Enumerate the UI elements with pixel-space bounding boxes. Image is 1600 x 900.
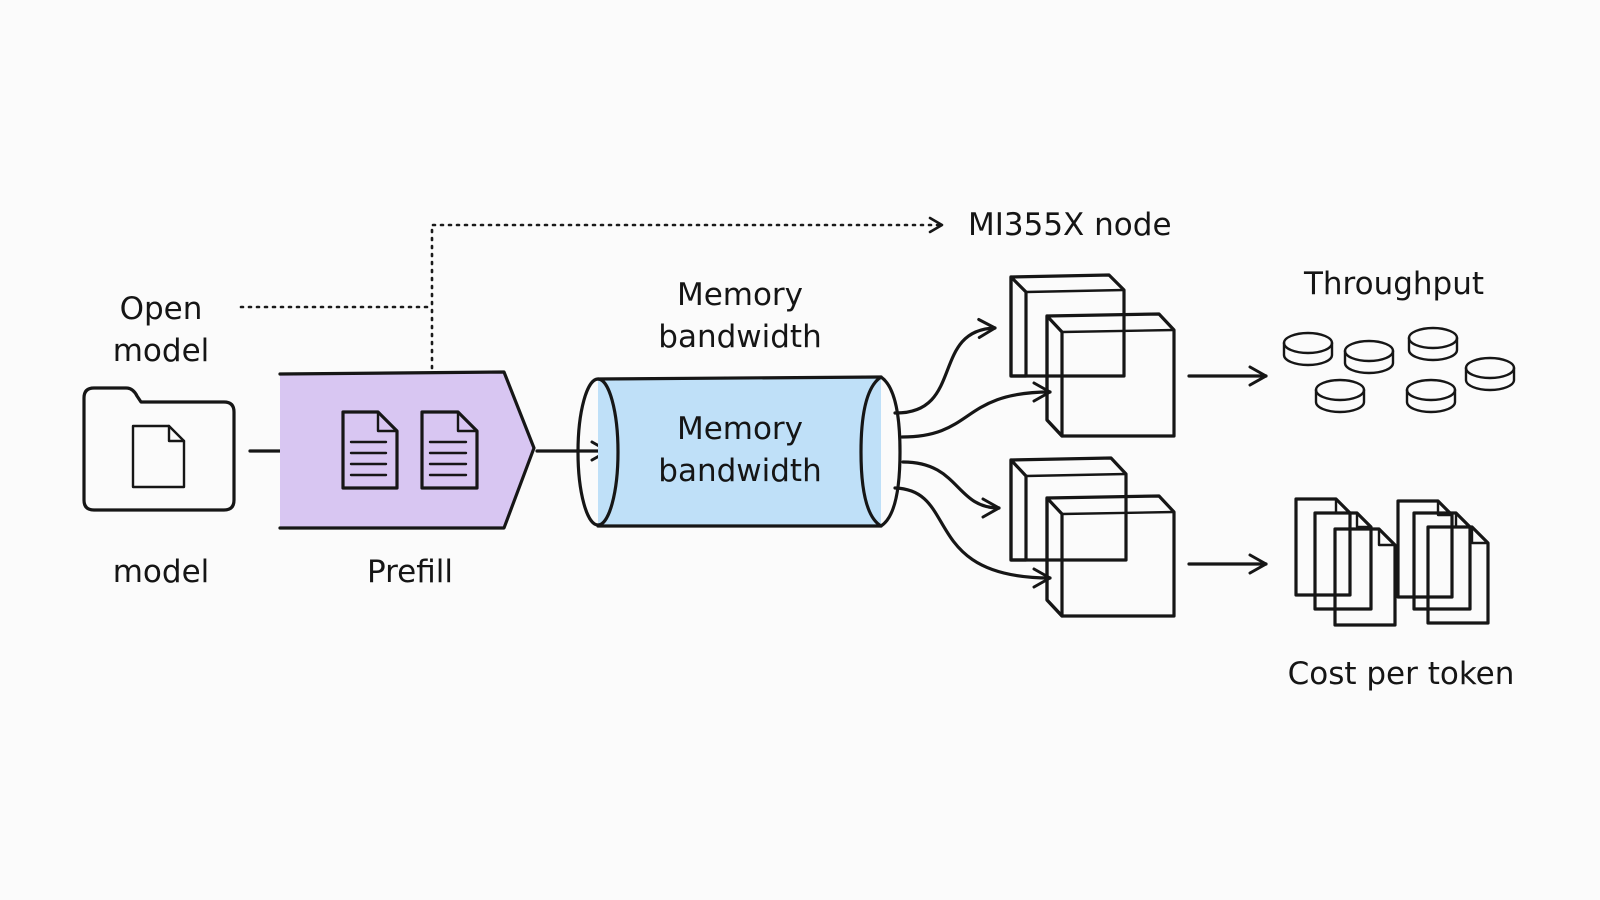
pipe-left-cap — [576, 377, 620, 527]
gpu-cube-icon — [1045, 494, 1176, 618]
prefill-fill — [280, 372, 534, 528]
token-page-icon — [1396, 499, 1454, 599]
document-icon — [131, 424, 186, 489]
open-model-label: Open model — [96, 288, 226, 372]
coin-icon — [1464, 356, 1516, 392]
arrow-pipe-to-node-1 — [893, 318, 997, 415]
open-model-line-1: Open — [119, 291, 203, 327]
arrow-pipe-to-node-2 — [900, 381, 1052, 439]
folder-body — [82, 386, 236, 512]
open-model-line-2: model — [112, 333, 210, 369]
dotted-connector-node — [430, 216, 944, 394]
memory-bandwidth-heading-line-1: Memory — [676, 277, 804, 313]
gpu-cube-icon — [1045, 312, 1176, 438]
gpu-cube-icon — [1009, 456, 1128, 562]
mi355x-node-label: MI355X node — [968, 207, 1172, 243]
token-page-icon — [1426, 525, 1490, 625]
document-icon — [341, 410, 399, 490]
coin-icon — [1282, 331, 1334, 367]
pipe-body — [598, 377, 881, 526]
token-pages-left — [1294, 497, 1397, 627]
memory-bandwidth-heading-line-2: bandwidth — [658, 319, 822, 355]
coin-icon — [1405, 378, 1457, 414]
memory-pipe-icon — [576, 375, 902, 528]
memory-bandwidth-pipe-line-1: Memory — [676, 411, 804, 447]
token-page-icon — [1333, 527, 1397, 627]
coin-icon — [1343, 339, 1395, 375]
memory-bandwidth-pipe-label: Memory bandwidth — [640, 408, 840, 492]
document-icon — [420, 410, 479, 490]
model-label: model — [112, 554, 210, 590]
folder-icon — [82, 386, 236, 512]
cost-per-token-label: Cost per token — [1287, 656, 1515, 692]
coin-icon — [1314, 378, 1366, 414]
coin-icon — [1407, 326, 1459, 362]
coins-group — [1282, 326, 1516, 414]
memory-bandwidth-pipe-line-2: bandwidth — [658, 453, 822, 489]
arrow-pipe-to-node-4 — [893, 486, 1052, 589]
arrow-pipe-to-node-3 — [901, 460, 1001, 519]
throughput-label: Throughput — [1303, 266, 1485, 302]
pipe-right-cap — [859, 375, 902, 528]
gpu-cube-icon — [1009, 273, 1126, 378]
memory-bandwidth-heading: Memory bandwidth — [640, 274, 840, 358]
prefill-label: Prefill — [366, 554, 454, 590]
prefill-block — [278, 370, 536, 530]
token-pages-right — [1396, 499, 1490, 625]
token-page-icon — [1313, 511, 1373, 611]
